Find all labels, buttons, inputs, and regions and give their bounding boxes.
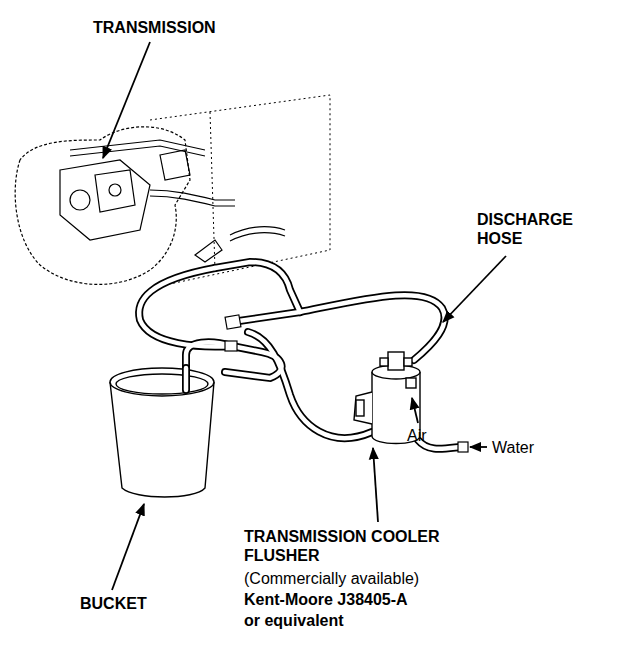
part-number: Kent-Moore J38405-A: [244, 590, 408, 609]
port-label: Air: [407, 426, 427, 445]
port-label: Water: [492, 438, 534, 457]
note-text: (Commercially available): [244, 569, 419, 588]
bucket-hose: [186, 368, 187, 390]
note-text: or equivalent: [244, 611, 344, 630]
part-name: TRANSMISSION COOLER FLUSHER: [244, 527, 459, 565]
part-name: BUCKET: [80, 594, 147, 613]
hose-fittings: [225, 315, 468, 452]
bucket-drawing: [110, 368, 214, 497]
leader-arrows: [103, 42, 506, 590]
part-name: DISCHARGE HOSE: [477, 210, 589, 248]
radiator-outline: [150, 95, 330, 285]
part-name: TRANSMISSION: [93, 18, 216, 37]
